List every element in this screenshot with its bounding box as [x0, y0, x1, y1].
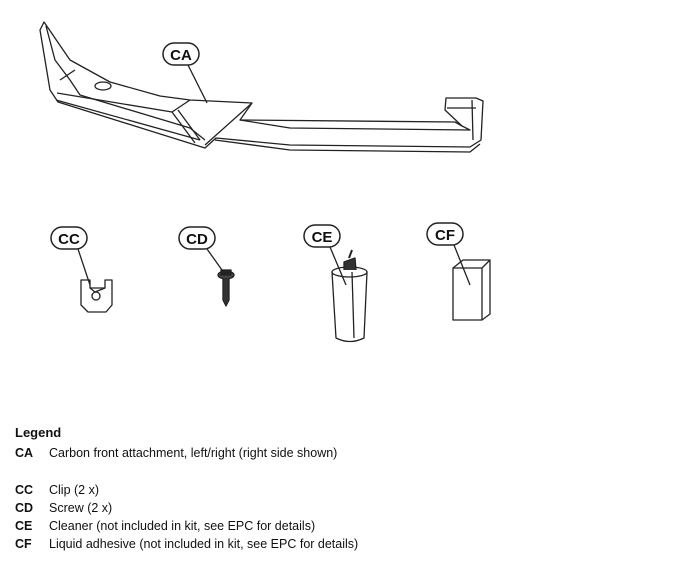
cleaner-bottle-drawing [331, 249, 368, 343]
legend-item: CC Clip (2 x) [15, 481, 358, 499]
legend: Legend CA Carbon front attachment, left/… [15, 425, 358, 553]
callout-ca: CA [162, 42, 208, 104]
legend-code: CE [15, 519, 33, 533]
callout-ce: CE [303, 224, 347, 286]
legend-code: CA [15, 446, 34, 460]
legend-desc: Clip (2 x) [49, 483, 100, 497]
callout-cf: CF [426, 222, 471, 286]
legend-code: CD [15, 501, 34, 515]
callout-cd: CD [178, 226, 223, 271]
legend-code: CF [15, 537, 32, 551]
legend-item: CE Cleaner (not included in kit, see EPC… [15, 517, 358, 535]
clip-drawing [80, 279, 113, 313]
legend-title: Legend [15, 425, 62, 440]
legend-desc: Screw (2 x) [49, 501, 113, 515]
parts-illustration: CA CC CD CE CF [39, 21, 491, 343]
callout-cd-label: CD [186, 231, 208, 248]
legend-desc: Liquid adhesive (not included in kit, se… [49, 537, 359, 551]
legend-item: CF Liquid adhesive (not included in kit,… [15, 535, 358, 553]
callout-ca-label: CA [170, 47, 192, 64]
legend-item: CA Carbon front attachment, left/right (… [15, 444, 358, 462]
legend-code: CC [15, 483, 34, 497]
callout-cc: CC [50, 226, 91, 286]
legend-desc: Carbon front attachment, left/right (rig… [49, 446, 338, 460]
screw-drawing [217, 269, 235, 307]
callout-cf-label: CF [435, 227, 455, 244]
callout-ce-label: CE [312, 229, 333, 246]
liquid-adhesive-drawing [452, 259, 491, 321]
legend-item: CD Screw (2 x) [15, 499, 358, 517]
legend-desc: Cleaner (not included in kit, see EPC fo… [49, 519, 316, 533]
carbon-front-attachment-drawing [39, 21, 484, 153]
callout-cc-label: CC [58, 231, 80, 248]
